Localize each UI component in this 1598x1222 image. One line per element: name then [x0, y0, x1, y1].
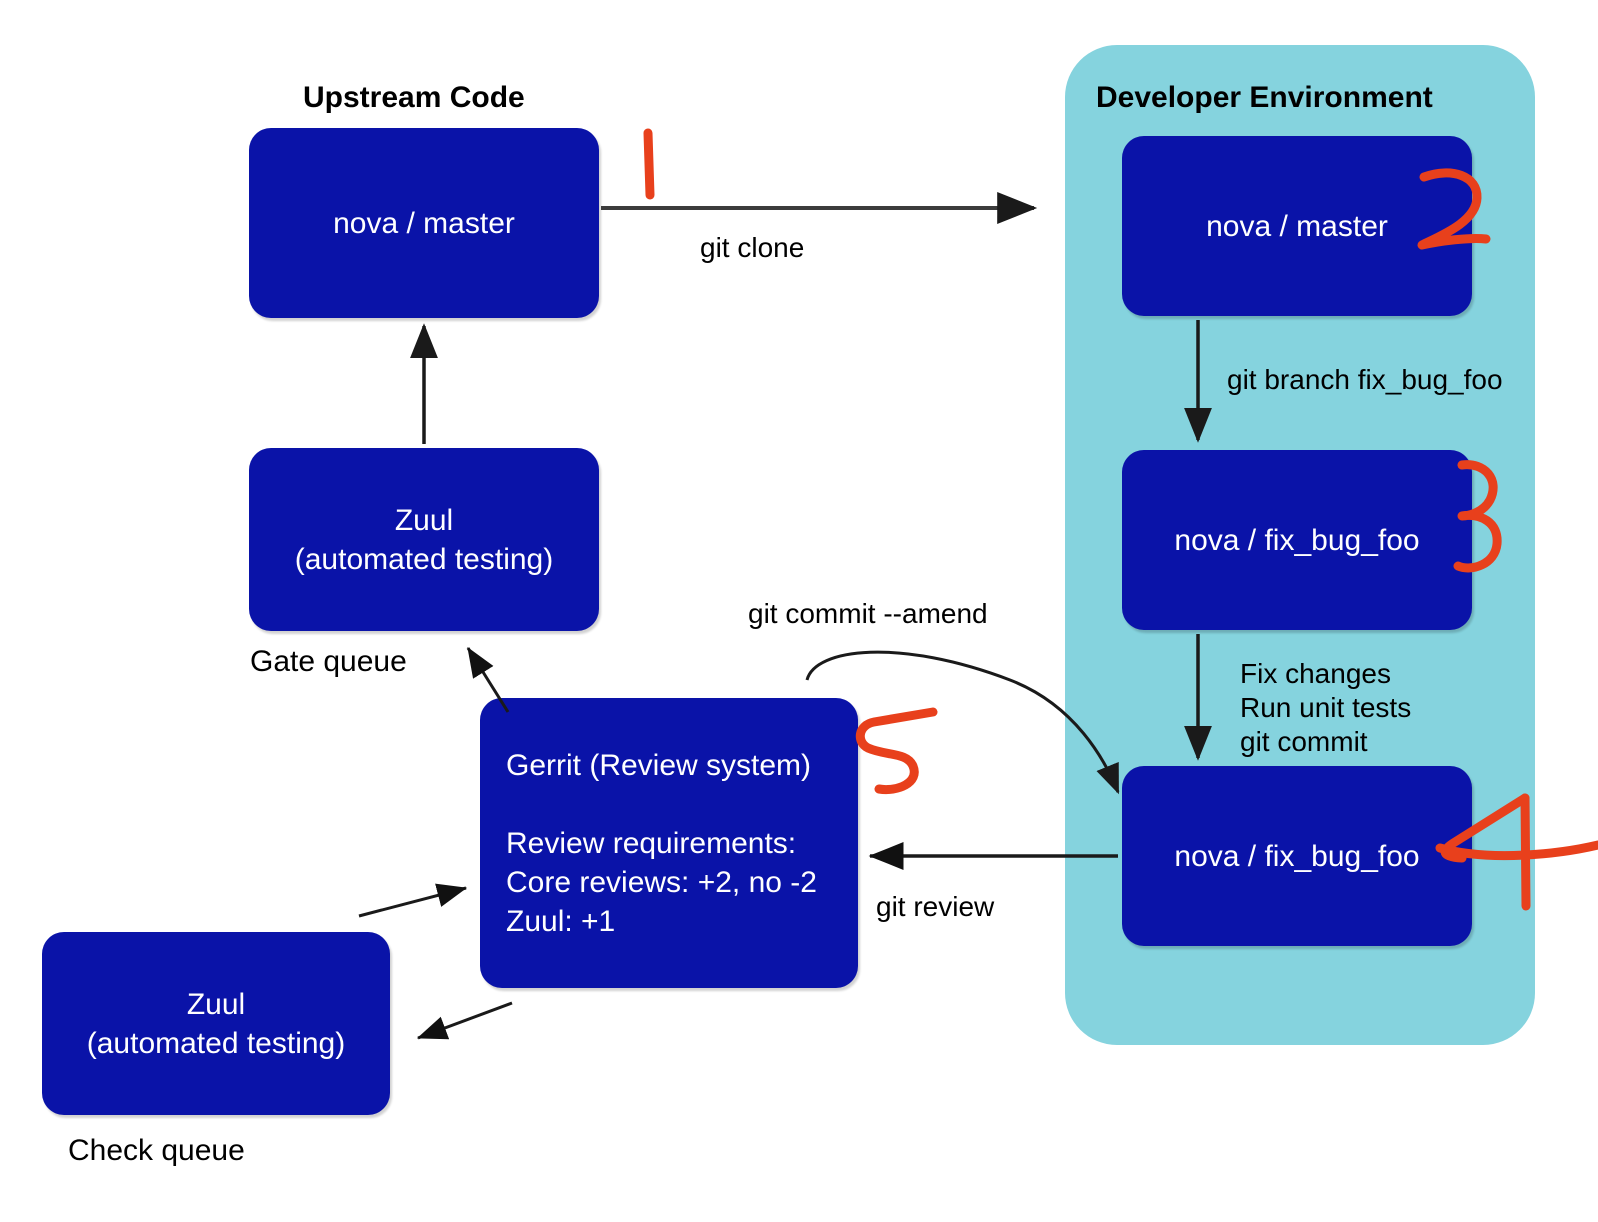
caption-check-queue: Check queue	[68, 1134, 245, 1167]
edge-label-git-review: git review	[876, 891, 995, 922]
node-gerrit[interactable]: Gerrit (Review system) Review requiremen…	[480, 698, 858, 988]
developer-environment-title: Developer Environment	[1096, 81, 1433, 114]
node-label: nova / master	[333, 206, 515, 240]
node-check-zuul[interactable]: Zuul (automated testing)	[42, 932, 390, 1115]
node-dev-nova-fix-bug-foo-committed[interactable]: nova / fix_bug_foo	[1122, 766, 1472, 946]
arrow-gerrit-to-check-zuul	[416, 1001, 513, 1040]
annotation-1-mark	[643, 128, 655, 200]
node-label: nova / fix_bug_foo	[1174, 523, 1420, 557]
edge-label-git-branch: git branch fix_bug_foo	[1227, 364, 1503, 395]
node-dev-nova-master[interactable]: nova / master	[1122, 136, 1472, 316]
edge-label-fix-changes: Fix changes Run unit tests git commit	[1240, 658, 1412, 758]
caption-gate-queue: Gate queue	[250, 645, 407, 678]
node-label: nova / master	[1206, 209, 1388, 243]
node-label: nova / fix_bug_foo	[1174, 839, 1420, 873]
edge-label-git-clone: git clone	[700, 232, 805, 263]
arrow-check-zuul-to-gerrit	[358, 883, 468, 918]
annotation-5-mark	[855, 707, 938, 795]
node-dev-nova-fix-bug-foo-branch[interactable]: nova / fix_bug_foo	[1122, 450, 1472, 630]
edge-label-git-commit-amend: git commit --amend	[748, 598, 988, 629]
node-upstream-nova-master[interactable]: nova / master	[249, 128, 599, 318]
node-label: Zuul (automated testing)	[294, 503, 554, 576]
node-upstream-zuul[interactable]: Zuul (automated testing)	[249, 448, 599, 631]
upstream-code-title: Upstream Code	[303, 81, 525, 114]
node-label: Zuul (automated testing)	[86, 987, 346, 1060]
node-label: Gerrit (Review system) Review requiremen…	[506, 748, 817, 938]
